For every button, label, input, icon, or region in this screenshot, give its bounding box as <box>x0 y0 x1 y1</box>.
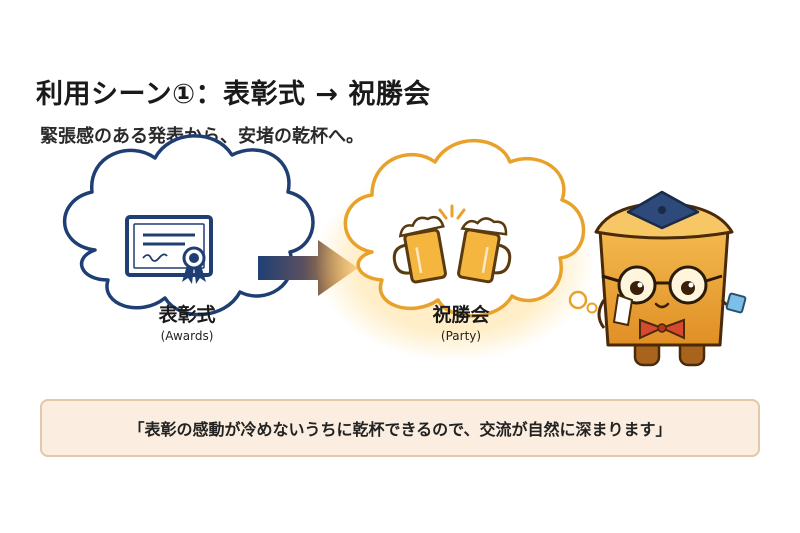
quote-box: 「表彰の感動が冷めないうちに乾杯できるので、交流が自然に深まります」 <box>40 399 760 457</box>
party-sublabel: (Party) <box>440 329 482 343</box>
quote-text: 「表彰の感動が冷めないうちに乾杯できるので、交流が自然に深まります」 <box>128 420 672 439</box>
beer-cheers-icon <box>392 204 512 284</box>
awards-label-group: 表彰式 (Awards) <box>97 300 277 343</box>
mascot-character <box>594 190 747 367</box>
awards-sublabel: (Awards) <box>160 329 214 343</box>
party-label: 祝勝会 <box>432 304 490 326</box>
diagram-scene <box>62 134 747 367</box>
certificate-icon <box>125 215 213 284</box>
awards-label: 表彰式 <box>158 304 216 326</box>
party-label-group: 祝勝会 (Party) <box>371 300 551 343</box>
page-title: 利用シーン①：表彰式 → 祝勝会 <box>36 79 431 110</box>
